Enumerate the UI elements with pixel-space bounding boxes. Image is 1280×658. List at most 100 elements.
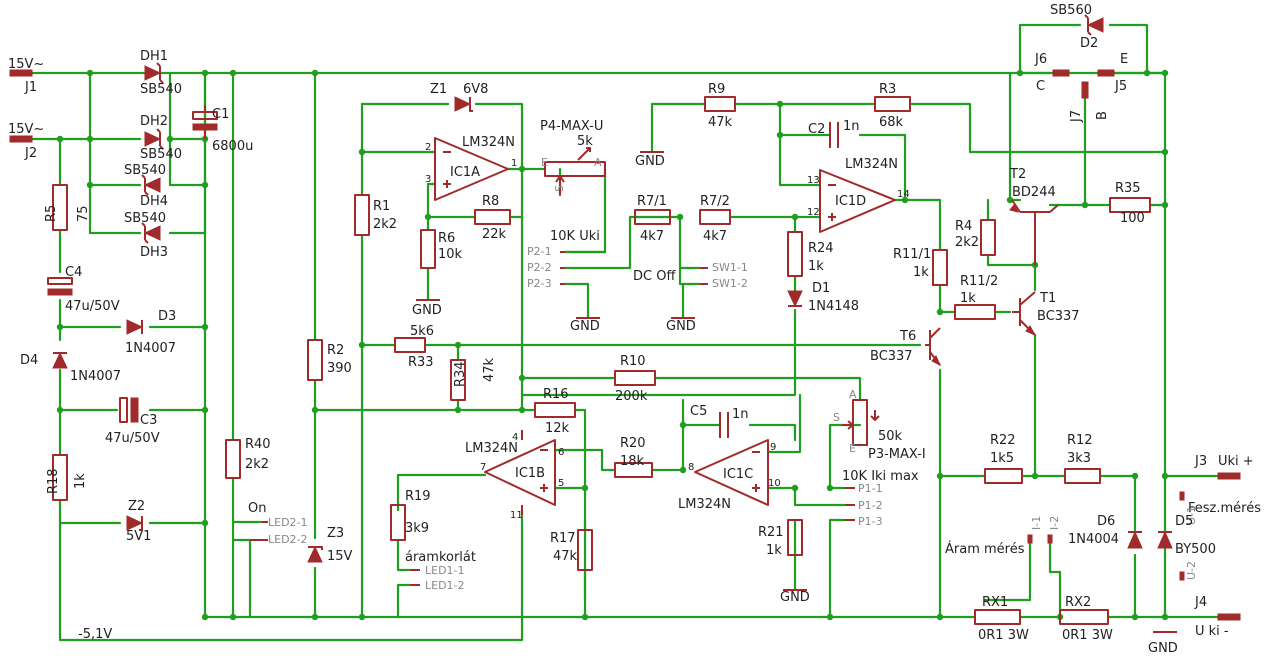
label: RX2 bbox=[1065, 595, 1091, 610]
label: R5 bbox=[44, 205, 59, 222]
pin-number: 4 bbox=[512, 432, 518, 443]
label: LM324N bbox=[845, 157, 898, 172]
label: 15V~ bbox=[8, 122, 44, 137]
label: R12 bbox=[1067, 433, 1093, 448]
label: P1-1 bbox=[858, 482, 883, 495]
label: R22 bbox=[990, 433, 1016, 448]
label: IC1D bbox=[835, 194, 866, 209]
label: 1k bbox=[960, 291, 976, 306]
opamp-icon bbox=[819, 169, 896, 233]
label: 5k bbox=[577, 134, 593, 149]
connector-pad-icon bbox=[1027, 534, 1033, 544]
label: SB540 bbox=[124, 211, 166, 226]
label: GND bbox=[780, 590, 810, 605]
label: R7/1 bbox=[637, 194, 667, 209]
pin-number: 5 bbox=[558, 478, 564, 489]
connector-pad-icon bbox=[1052, 69, 1070, 77]
label: 1k5 bbox=[990, 451, 1014, 466]
label: E bbox=[1120, 52, 1128, 67]
label: C5 bbox=[690, 404, 707, 419]
pin-number: 12 bbox=[807, 207, 820, 218]
label: LED1-2 bbox=[425, 579, 465, 592]
label: R3 bbox=[879, 82, 896, 97]
connector-pad-icon bbox=[1179, 491, 1185, 501]
diode-icon bbox=[1157, 530, 1173, 549]
label: GND bbox=[666, 319, 696, 334]
label: P3-MAX-I bbox=[868, 447, 926, 462]
label: BD244 bbox=[1012, 185, 1056, 200]
label: Z2 bbox=[128, 499, 145, 514]
resistor-icon bbox=[52, 184, 68, 231]
labels: 15V~ J1 15V~ J2 DH1 SB540 DH2 SB540 SB54… bbox=[8, 3, 1261, 656]
label: P2-1 bbox=[527, 245, 552, 258]
diode-icon bbox=[787, 290, 803, 308]
label: 47k bbox=[553, 549, 578, 564]
zener-diode-icon bbox=[454, 96, 473, 112]
opamp-icon bbox=[694, 439, 769, 506]
transistor-icon bbox=[1009, 199, 1059, 265]
resistor-icon bbox=[614, 462, 653, 478]
resistor-icon bbox=[704, 96, 736, 112]
label: 2k2 bbox=[955, 235, 979, 250]
resistor-icon bbox=[52, 454, 68, 501]
label: J1 bbox=[24, 80, 37, 95]
resistor-icon bbox=[874, 96, 911, 112]
label: LM324N bbox=[462, 135, 515, 150]
diode-icon bbox=[1084, 14, 1104, 36]
label: D4 bbox=[20, 353, 38, 368]
label: DH1 bbox=[140, 49, 168, 64]
label: J6 bbox=[1034, 52, 1047, 67]
label: E bbox=[849, 442, 856, 455]
label: R1 bbox=[373, 199, 390, 214]
label: R33 bbox=[408, 355, 434, 370]
label: J2 bbox=[24, 146, 37, 161]
resistor-icon bbox=[984, 468, 1023, 484]
label: BC337 bbox=[1037, 309, 1080, 324]
label: R17 bbox=[550, 531, 576, 546]
label: J4 bbox=[1194, 595, 1207, 610]
label: R24 bbox=[808, 241, 834, 256]
resistor-icon bbox=[577, 529, 593, 571]
label: U ki - bbox=[1195, 624, 1229, 639]
pin-number: 6 bbox=[558, 447, 564, 458]
label: GND bbox=[412, 303, 442, 318]
label: P1-3 bbox=[858, 515, 883, 528]
diode-icon bbox=[141, 174, 161, 196]
label: D1 bbox=[812, 281, 830, 296]
label: LM324N bbox=[465, 441, 518, 456]
label: -5,1V bbox=[78, 627, 112, 642]
label: R16 bbox=[543, 387, 569, 402]
label: 1n bbox=[732, 407, 749, 422]
label: 68k bbox=[879, 115, 904, 130]
resistor-icon bbox=[787, 519, 803, 556]
connector-pad-icon bbox=[1217, 613, 1241, 621]
label: 22k bbox=[482, 227, 507, 242]
label: Fesz.mérés bbox=[1188, 501, 1261, 516]
label: SB540 bbox=[140, 147, 182, 162]
label: P1-2 bbox=[858, 499, 883, 512]
label: 4k7 bbox=[640, 229, 664, 244]
zener-diode-icon bbox=[307, 545, 323, 563]
label: 10K Iki max bbox=[842, 469, 919, 484]
label: E bbox=[541, 156, 548, 169]
label: 50k bbox=[878, 429, 903, 444]
label: R21 bbox=[758, 525, 784, 540]
resistor-icon bbox=[614, 370, 656, 386]
diode-icon bbox=[141, 222, 161, 244]
resistor-icon bbox=[394, 337, 426, 353]
label: 47k bbox=[708, 115, 733, 130]
label: D2 bbox=[1080, 36, 1098, 51]
label: R40 bbox=[245, 437, 271, 452]
label: SB560 bbox=[1050, 3, 1092, 18]
label: R6 bbox=[438, 231, 455, 246]
capacitor-icon bbox=[192, 105, 218, 139]
resistor-icon bbox=[354, 194, 370, 236]
label: P2-3 bbox=[527, 277, 552, 290]
label: U-2 bbox=[1185, 561, 1198, 580]
label: DH4 bbox=[140, 194, 168, 209]
resistor-icon bbox=[225, 439, 241, 479]
capacitor-icon bbox=[47, 277, 73, 296]
label: SW1-2 bbox=[712, 277, 748, 290]
capacitor-icon bbox=[119, 397, 139, 423]
connector-pad-icon bbox=[1179, 571, 1185, 581]
